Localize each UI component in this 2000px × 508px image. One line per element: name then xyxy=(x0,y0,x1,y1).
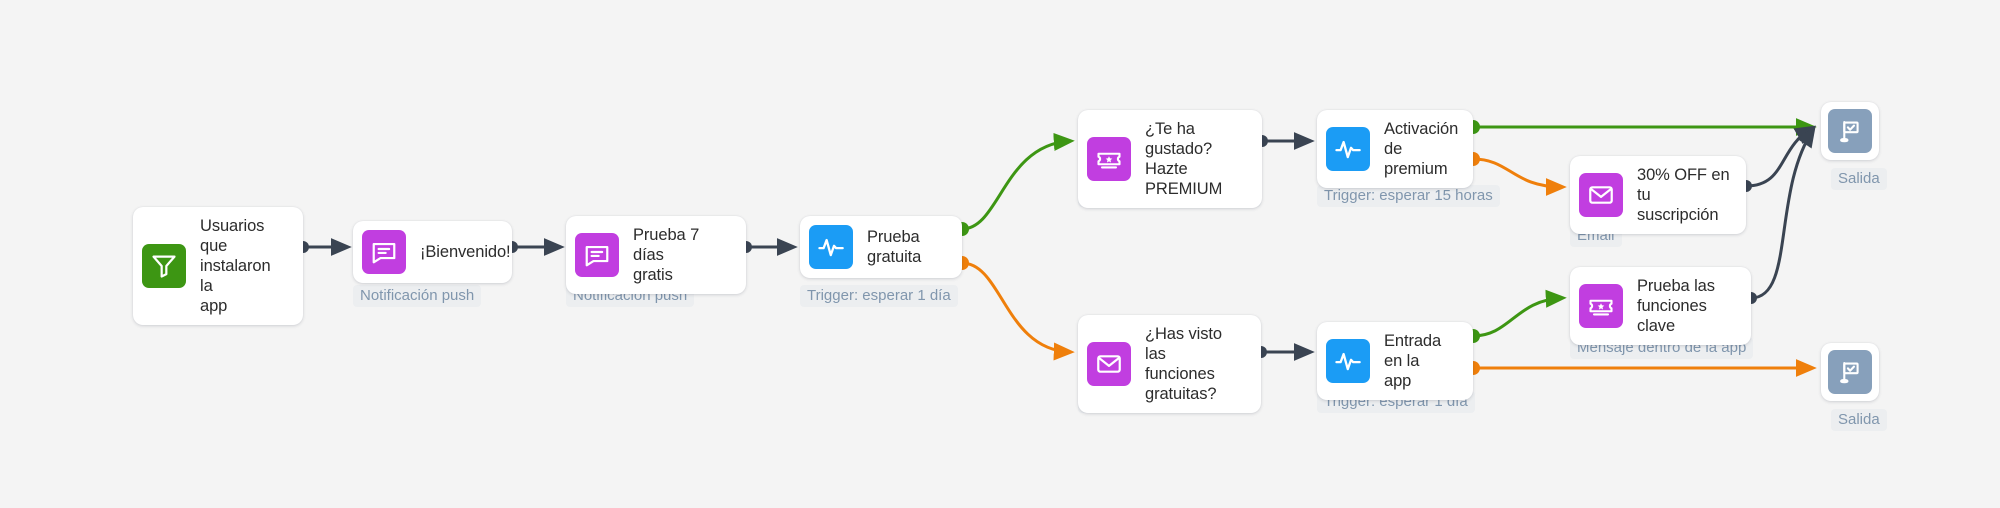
edge-funciones-salida xyxy=(1750,125,1816,300)
node-descuento-email[interactable]: 30% OFF en tu suscripción xyxy=(1570,156,1746,234)
node-te-ha-gustado[interactable]: ¿Te ha gustado? Hazte PREMIUM xyxy=(1078,110,1262,208)
chat-icon xyxy=(362,230,406,274)
caption-prueba-gratuita: Trigger: esperar 1 día xyxy=(800,285,958,307)
node-title: ¿Has visto las funciones gratuitas? xyxy=(1145,325,1222,403)
node-entrada-app[interactable]: Entrada en la app xyxy=(1317,322,1473,400)
ticket-icon xyxy=(1579,284,1623,328)
node-title: Prueba las funciones clave xyxy=(1637,277,1715,335)
node-title: Prueba gratuita xyxy=(867,228,922,266)
pulse-icon xyxy=(1326,339,1370,383)
envelope-icon xyxy=(1579,173,1623,217)
node-has-visto-funciones[interactable]: ¿Has visto las funciones gratuitas? xyxy=(1078,315,1261,413)
node-salida-top[interactable] xyxy=(1821,102,1879,160)
node-title: Usuarios que instalaron la app xyxy=(200,217,271,315)
chat-icon xyxy=(575,233,619,277)
ticket-icon xyxy=(1087,137,1131,181)
flag-check-icon xyxy=(1828,109,1872,153)
node-bienvenido[interactable]: ¡Bienvenido! xyxy=(353,221,512,283)
node-title: 30% OFF en tu suscripción xyxy=(1637,166,1730,224)
caption-bienvenido: Notificación push xyxy=(353,285,482,307)
node-title: Prueba 7 días gratis xyxy=(633,226,700,284)
caption-salida-bottom: Salida xyxy=(1831,409,1887,431)
edge-descuento-salida xyxy=(1745,125,1817,188)
node-prueba-7-dias[interactable]: Prueba 7 días gratis xyxy=(566,216,746,294)
funnel-icon xyxy=(142,244,186,288)
edge-entrada-funciones xyxy=(1472,289,1567,338)
node-title: Entrada en la app xyxy=(1384,332,1442,390)
node-segmento[interactable]: Usuarios que instalaron la app xyxy=(133,207,303,325)
envelope-icon xyxy=(1087,342,1131,386)
caption-activacion-premium: Trigger: esperar 15 horas xyxy=(1317,185,1500,207)
node-salida-bottom[interactable] xyxy=(1821,343,1879,401)
flag-check-icon xyxy=(1828,350,1872,394)
caption-salida-top: Salida xyxy=(1831,168,1887,190)
node-funciones-clave[interactable]: Prueba las funciones clave xyxy=(1570,267,1751,345)
edge-gratuita-premium xyxy=(961,133,1075,231)
node-title: ¡Bienvenido! xyxy=(420,243,511,261)
edge-activacion-descuento xyxy=(1472,157,1567,196)
node-prueba-gratuita[interactable]: Prueba gratuita xyxy=(800,216,962,278)
pulse-icon xyxy=(1326,127,1370,171)
node-activacion-premium[interactable]: Activación de premium xyxy=(1317,110,1473,188)
node-title: Activación de premium xyxy=(1384,120,1459,178)
edge-gratuita-hasvisto xyxy=(961,261,1075,361)
node-title: ¿Te ha gustado? Hazte PREMIUM xyxy=(1145,120,1223,198)
pulse-icon xyxy=(809,225,853,269)
